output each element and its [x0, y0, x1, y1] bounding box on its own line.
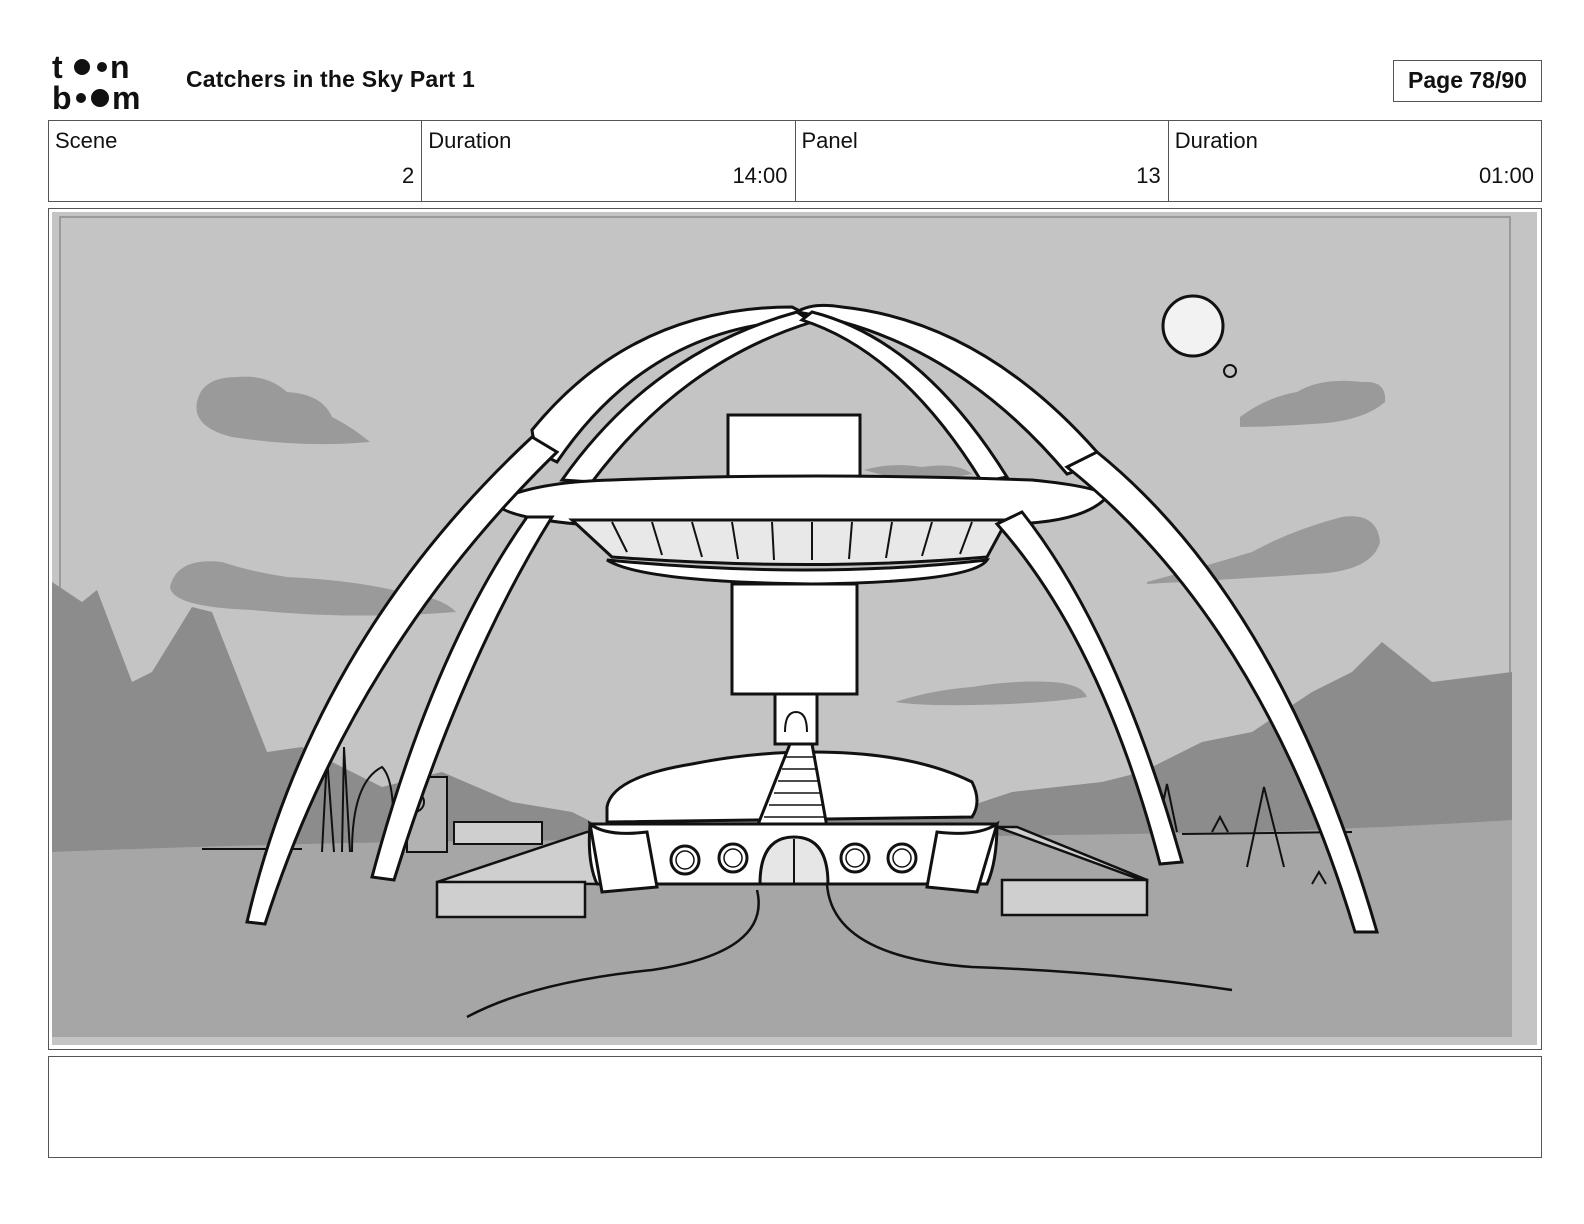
- ground: [52, 820, 1512, 1037]
- panel-cell: Panel 13: [796, 121, 1169, 201]
- svg-text:t: t: [52, 50, 63, 85]
- cloud: [170, 561, 456, 616]
- cloud: [1240, 380, 1386, 427]
- toonboom-logo: t n b m: [52, 49, 164, 116]
- svg-text:n: n: [110, 50, 130, 85]
- scene-cell: Scene 2: [49, 121, 423, 201]
- tower-upper: [726, 413, 862, 487]
- storyboard-title: Catchers in the Sky Part 1: [186, 66, 475, 92]
- cloud: [895, 681, 1087, 706]
- panel-duration-value: 01:00: [1478, 163, 1534, 188]
- panel-info-table: Scene 2 Duration 14:00 Panel 13 Duration…: [48, 120, 1542, 202]
- svg-text:b: b: [52, 80, 72, 112]
- svg-text:m: m: [112, 80, 140, 112]
- leg-back-left: [370, 515, 555, 882]
- tower-lower: [730, 582, 859, 696]
- sun: [1161, 294, 1225, 358]
- leg-front-left: [245, 435, 560, 926]
- porthole: [669, 844, 701, 876]
- panel-value: 13: [1136, 163, 1161, 188]
- scene-duration-label: Duration: [428, 128, 512, 153]
- cloud: [196, 376, 370, 445]
- page-indicator: Page 78/90: [1393, 60, 1542, 102]
- leg-back-right: [994, 510, 1184, 866]
- panel-duration-label: Duration: [1174, 128, 1258, 153]
- scene-duration-cell: Duration 14:00: [422, 121, 796, 201]
- scene-value: 2: [402, 163, 415, 188]
- saucer-rim: [568, 518, 1010, 566]
- scene-label: Scene: [55, 128, 118, 153]
- scene-duration-value: 14:00: [732, 163, 788, 188]
- panel-duration-cell: Duration 01:00: [1169, 121, 1541, 201]
- saucer-bottom: [606, 558, 991, 586]
- porthole: [839, 842, 871, 874]
- panel-label: Panel: [801, 128, 858, 153]
- porthole: [886, 842, 918, 874]
- storyboard-panel: [48, 208, 1542, 1050]
- porthole: [717, 842, 749, 874]
- leg-front-right: [1064, 450, 1379, 934]
- panel-notes-box: [48, 1056, 1542, 1158]
- panel-sketch: [52, 212, 1537, 1045]
